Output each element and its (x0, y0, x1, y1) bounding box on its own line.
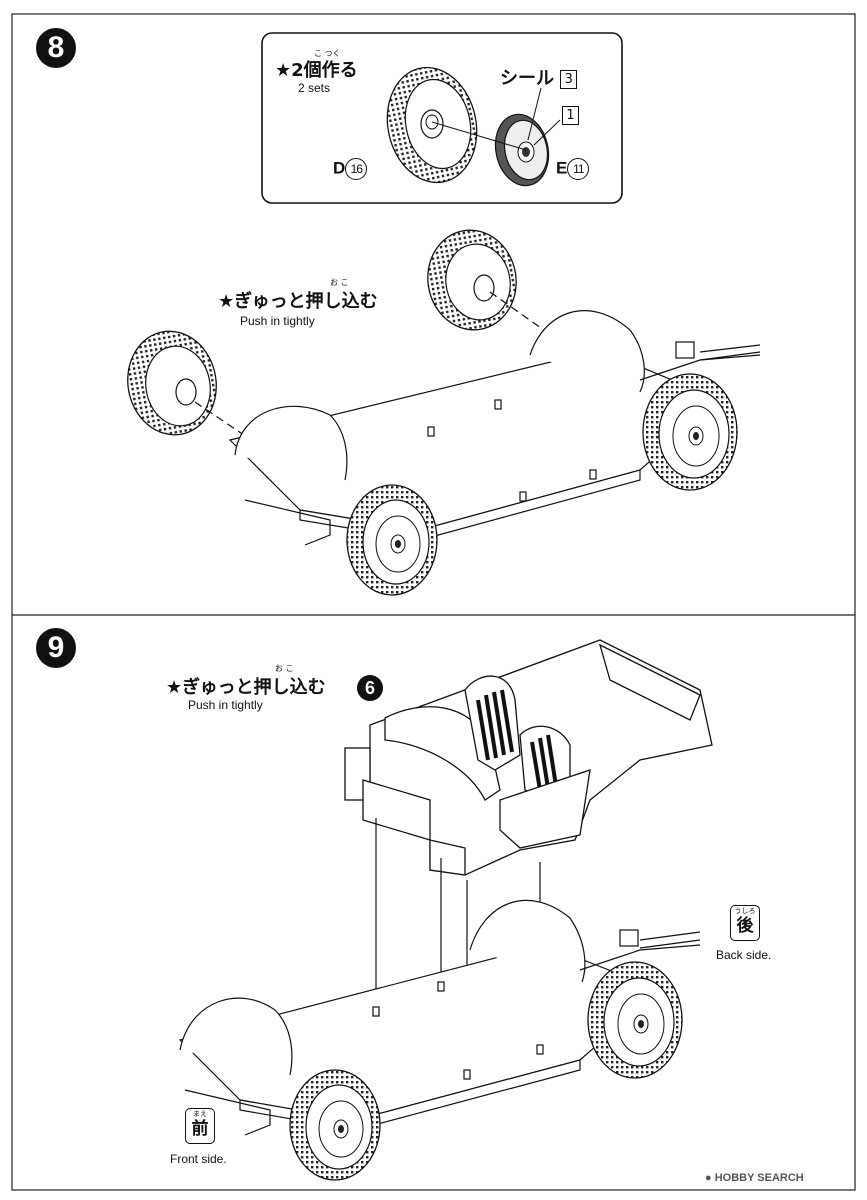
watermark: ● HOBBY SEARCH (705, 1172, 804, 1184)
push-ruby-9: お こ (275, 664, 294, 673)
make-two-title: ★2個作る (275, 60, 358, 81)
note-box (261, 32, 623, 204)
push-subtitle-9: Push in tightly (188, 698, 263, 712)
back-ruby: うしろ (734, 907, 756, 915)
part-e-number: 11 (567, 158, 590, 180)
watermark-text: HOBBY SEARCH (714, 1172, 804, 1184)
watermark-logo-icon: ● (705, 1172, 712, 1184)
make-two-subtitle: 2 sets (298, 81, 331, 95)
make-two-ruby: こ つく (314, 49, 341, 58)
back-side-badge: うしろ 後 (730, 905, 760, 941)
front-kanji: 前 (191, 1119, 209, 1139)
seal-number: 3 (560, 69, 578, 89)
chassis-step8 (228, 310, 761, 546)
back-kanji: 後 (736, 916, 754, 936)
step-9-number: 9 (36, 628, 76, 668)
tire-d (386, 66, 478, 184)
part-d-letter: D (333, 158, 346, 178)
back-side-label: Back side. (716, 948, 772, 962)
wheel-e (494, 113, 550, 187)
wheel-rear-mounted-8 (642, 373, 738, 491)
body-tub (344, 639, 713, 876)
push-title-9: ★ぎゅっと押し込む (166, 677, 326, 698)
decal-1-number: 1 (562, 106, 579, 125)
chassis-step9 (178, 899, 701, 1136)
wheel-rear-mounted-9 (587, 961, 683, 1079)
front-side-label: Front side. (170, 1152, 227, 1166)
push-subtitle-8: Push in tightly (240, 314, 315, 328)
page-border (11, 13, 856, 1191)
push-ruby-8: お こ (330, 278, 349, 287)
tire-rear-loose (427, 229, 517, 331)
part-d-number: 16 (345, 158, 368, 180)
seal-text: シール (500, 68, 554, 89)
front-ruby: まえ (193, 1110, 207, 1118)
step-8-number: 8 (36, 28, 76, 68)
wheel-front-mounted-8 (346, 484, 438, 596)
part-e-letter: E (556, 158, 568, 178)
seal-label: シール 3 (500, 64, 578, 90)
decal-1-label: 1 (562, 105, 579, 125)
sub-step-6: 6 (357, 675, 383, 701)
tire-front-loose (127, 330, 217, 436)
wheel-front-mounted-9 (289, 1069, 381, 1181)
push-title-8: ★ぎゅっと押し込む (218, 291, 378, 312)
front-side-badge: まえ 前 (185, 1108, 215, 1144)
